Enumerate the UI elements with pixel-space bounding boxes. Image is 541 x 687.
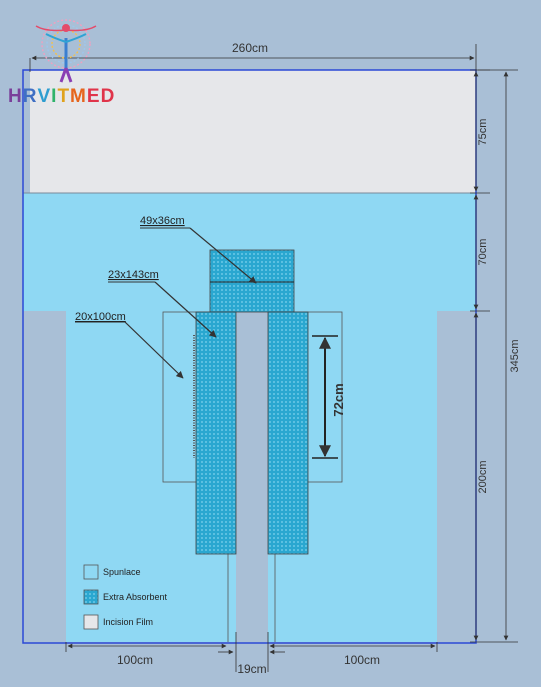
legend: Spunlace Extra Absorbent Incision Film: [83, 564, 168, 630]
legend-label-extra-absorbent: Extra Absorbent: [103, 592, 168, 602]
incision-film-panel: [30, 70, 476, 193]
dim-total-height: 345cm: [509, 339, 521, 372]
logo-wordmark: HRVITMED: [8, 86, 115, 108]
callout-pouch-label: 20x100cm: [75, 311, 126, 323]
logo-letter: V: [37, 86, 52, 107]
drape-spunlace-body: [23, 193, 476, 642]
dim-pouch-height: 72cm: [331, 383, 346, 416]
left-absorbent-strip: [195, 311, 237, 555]
logo-letter: M: [70, 86, 87, 107]
legend-label-spunlace: Spunlace: [103, 567, 141, 577]
dim-left-width: 100cm: [117, 653, 153, 667]
callout-top-patch-label: 49x36cm: [140, 215, 185, 227]
dim-right-width: 100cm: [344, 653, 380, 667]
dim-gap-width: 19cm: [237, 662, 266, 676]
logo-figure-icon: [35, 19, 97, 83]
dim-mid-height: 70cm: [477, 239, 489, 266]
legend-label-incision-film: Incision Film: [103, 617, 153, 627]
logo-letter: T: [57, 86, 71, 107]
dim-top-height: 75cm: [477, 119, 489, 146]
right-absorbent-strip: [267, 311, 309, 555]
legend-swatch-incision-film: [83, 614, 99, 630]
logo-letter: H: [8, 86, 23, 107]
top-absorbent-patch: [209, 249, 295, 313]
legend-swatch-spunlace: [83, 564, 99, 580]
callout-strip-label: 23x143cm: [108, 269, 159, 281]
dim-total-width: 260cm: [232, 41, 268, 55]
logo-letter: D: [100, 86, 116, 107]
legend-swatch-extra-absorbent: [83, 589, 99, 605]
logo-letter: R: [22, 86, 38, 107]
logo-letter: I: [51, 86, 58, 107]
logo-letter: E: [86, 86, 101, 107]
dim-leg-height: 200cm: [477, 460, 489, 493]
